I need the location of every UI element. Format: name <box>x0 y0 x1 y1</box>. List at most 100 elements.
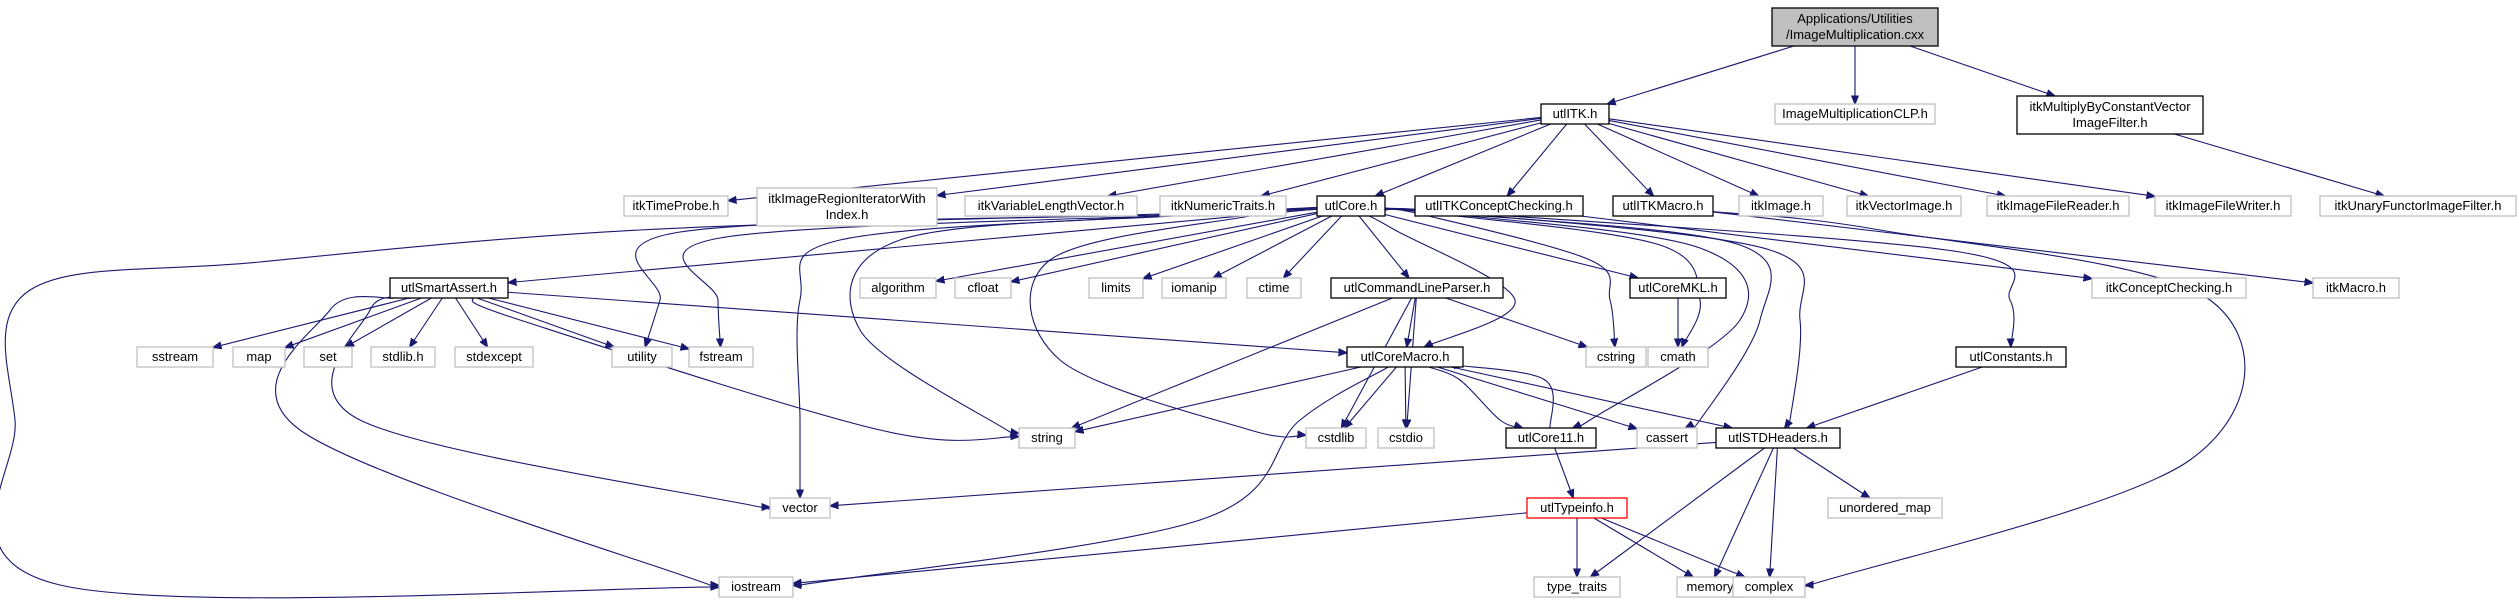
node-map[interactable]: map <box>232 346 286 368</box>
node-label: utlCore.h <box>1325 198 1378 213</box>
edges-layer <box>0 45 2384 599</box>
node-utlSTDHeaders[interactable]: utlSTDHeaders.h <box>1715 427 1841 449</box>
edge-utlSmartAssert-to-vector <box>331 296 794 515</box>
node-utlCommandLineParser[interactable]: utlCommandLineParser.h <box>1330 277 1504 299</box>
node-utlCoreMacro[interactable]: utlCoreMacro.h <box>1346 346 1464 368</box>
node-cfloat[interactable]: cfloat <box>954 277 1012 299</box>
edge-utlITK-to-itkImage <box>1597 123 1758 196</box>
node-unordered_map[interactable]: unordered_map <box>1827 497 1943 519</box>
node-label: itkMacro.h <box>2326 280 2386 295</box>
node-itkVectorImage[interactable]: itkVectorImage.h <box>1846 195 1962 217</box>
node-box <box>623 195 729 217</box>
edge-utlSmartAssert-to-set <box>346 297 432 347</box>
node-itkImageFileReader[interactable]: itkImageFileReader.h <box>1986 195 2130 217</box>
node-root[interactable]: Applications/Utilities/ImageMultiplicati… <box>1771 7 1939 47</box>
edge-utlCore-to-utlCoreMKL <box>1384 213 1638 278</box>
node-string[interactable]: string <box>1018 427 1076 449</box>
edge-utlITK-to-itkVariableLengthVector <box>1108 119 1542 196</box>
edge-utlCoreMacro-to-string <box>1075 366 1361 432</box>
node-ctime[interactable]: ctime <box>1246 277 1302 299</box>
node-utlCore11[interactable]: utlCore11.h <box>1505 427 1597 449</box>
node-cstdlib[interactable]: cstdlib <box>1305 427 1367 449</box>
node-vector[interactable]: vector <box>769 497 831 519</box>
edge-itkMultiplyByConstantVectorImageFilter-to-itkUnaryFunctorImageFilter <box>2174 133 2384 196</box>
node-box <box>954 277 1012 299</box>
node-utlITK[interactable]: utlITK.h <box>1540 103 1610 125</box>
edge-root-to-itkMultiplyByConstantVectorImageFilter <box>1909 45 2055 96</box>
node-memory[interactable]: memory <box>1676 576 1744 598</box>
edge-utlCore-to-iomanip <box>1213 215 1333 278</box>
node-label: itkNumericTraits.h <box>1171 198 1275 213</box>
edge-utlTypeinfo-to-memory <box>1593 517 1693 577</box>
node-label: stdexcept <box>466 349 522 364</box>
node-fstream[interactable]: fstream <box>688 346 754 368</box>
node-set[interactable]: set <box>303 346 353 368</box>
node-utlConstants[interactable]: utlConstants.h <box>1955 346 2067 368</box>
edge-utlCoreMacro-to-cassert <box>1437 366 1637 429</box>
edge-utlSTDHeaders-to-complex <box>1770 447 1778 577</box>
node-stdlib[interactable]: stdlib.h <box>370 346 436 368</box>
node-label: utlCommandLineParser.h <box>1344 280 1491 295</box>
edge-utlCore-to-utlCore11 <box>1384 208 1750 431</box>
node-ImageMultiplicationCLP[interactable]: ImageMultiplicationCLP.h <box>1774 103 1936 125</box>
node-utility[interactable]: utility <box>611 346 673 368</box>
node-label: algorithm <box>871 280 924 295</box>
node-itkTimeProbe[interactable]: itkTimeProbe.h <box>623 195 729 217</box>
edge-utlCore11-to-utlTypeinfo <box>1554 447 1574 498</box>
node-box <box>389 277 509 299</box>
node-iostream[interactable]: iostream <box>718 576 794 598</box>
node-itkConceptChecking[interactable]: itkConceptChecking.h <box>2091 277 2247 299</box>
node-box <box>303 346 353 368</box>
node-label: utlSTDHeaders.h <box>1728 430 1828 445</box>
node-itkUnaryFunctorImageFilter[interactable]: itkUnaryFunctorImageFilter.h <box>2319 195 2517 217</box>
edge-utlCore-to-algorithm <box>936 211 1318 281</box>
node-label: iomanip <box>1171 280 1217 295</box>
edge-utlCore-to-cstdlib <box>1029 208 1318 437</box>
edge-utlSTDHeaders-to-memory <box>1715 447 1774 577</box>
node-box <box>1715 427 1841 449</box>
node-complex[interactable]: complex <box>1732 576 1806 598</box>
node-type_traits[interactable]: type_traits <box>1533 576 1621 598</box>
node-box <box>1088 277 1144 299</box>
edge-utlITK-to-utlCore <box>1375 123 1551 196</box>
node-cassert[interactable]: cassert <box>1636 427 1698 449</box>
node-utlITKConceptChecking[interactable]: utlITKConceptChecking.h <box>1414 195 1584 217</box>
node-label: itkVectorImage.h <box>1856 198 1953 213</box>
node-sstream[interactable]: sstream <box>136 346 214 368</box>
node-itkImageFileWriter[interactable]: itkImageFileWriter.h <box>2154 195 2292 217</box>
node-label: string <box>1031 430 1063 445</box>
node-limits[interactable]: limits <box>1088 277 1144 299</box>
node-label: sstream <box>152 349 198 364</box>
node-label: Index.h <box>826 207 869 222</box>
node-algorithm[interactable]: algorithm <box>859 277 937 299</box>
node-itkImage[interactable]: itkImage.h <box>1738 195 1824 217</box>
edge-utlSTDHeaders-to-vector <box>830 441 1717 505</box>
node-label: vector <box>782 500 818 515</box>
edge-utlCore11-to-utlCoreMacro <box>1449 364 1554 429</box>
node-utlTypeinfo[interactable]: utlTypeinfo.h <box>1526 497 1628 519</box>
node-itkMacro[interactable]: itkMacro.h <box>2312 277 2400 299</box>
node-box <box>370 346 436 368</box>
node-cstdio[interactable]: cstdio <box>1377 427 1435 449</box>
node-utlSmartAssert[interactable]: utlSmartAssert.h <box>389 277 509 299</box>
node-cstring[interactable]: cstring <box>1585 346 1647 368</box>
node-box <box>2016 95 2204 135</box>
node-itkNumericTraits[interactable]: itkNumericTraits.h <box>1159 195 1287 217</box>
node-itkVariableLengthVector[interactable]: itkVariableLengthVector.h <box>964 195 1138 217</box>
edge-utlITK-to-itkVectorImage <box>1608 122 1868 196</box>
node-box <box>1636 427 1698 449</box>
node-box <box>1526 497 1628 519</box>
node-iomanip[interactable]: iomanip <box>1161 277 1227 299</box>
node-utlCoreMKL[interactable]: utlCoreMKL.h <box>1629 277 1727 299</box>
node-stdexcept[interactable]: stdexcept <box>454 346 534 368</box>
node-box <box>611 346 673 368</box>
node-cmath[interactable]: cmath <box>1647 346 1709 368</box>
node-utlITKMacro[interactable]: utlITKMacro.h <box>1612 195 1714 217</box>
node-utlCore[interactable]: utlCore.h <box>1316 195 1386 217</box>
node-label: ImageFilter.h <box>2072 115 2147 130</box>
node-box <box>1159 195 1287 217</box>
edge-utlSmartAssert-to-sstream <box>213 297 410 347</box>
